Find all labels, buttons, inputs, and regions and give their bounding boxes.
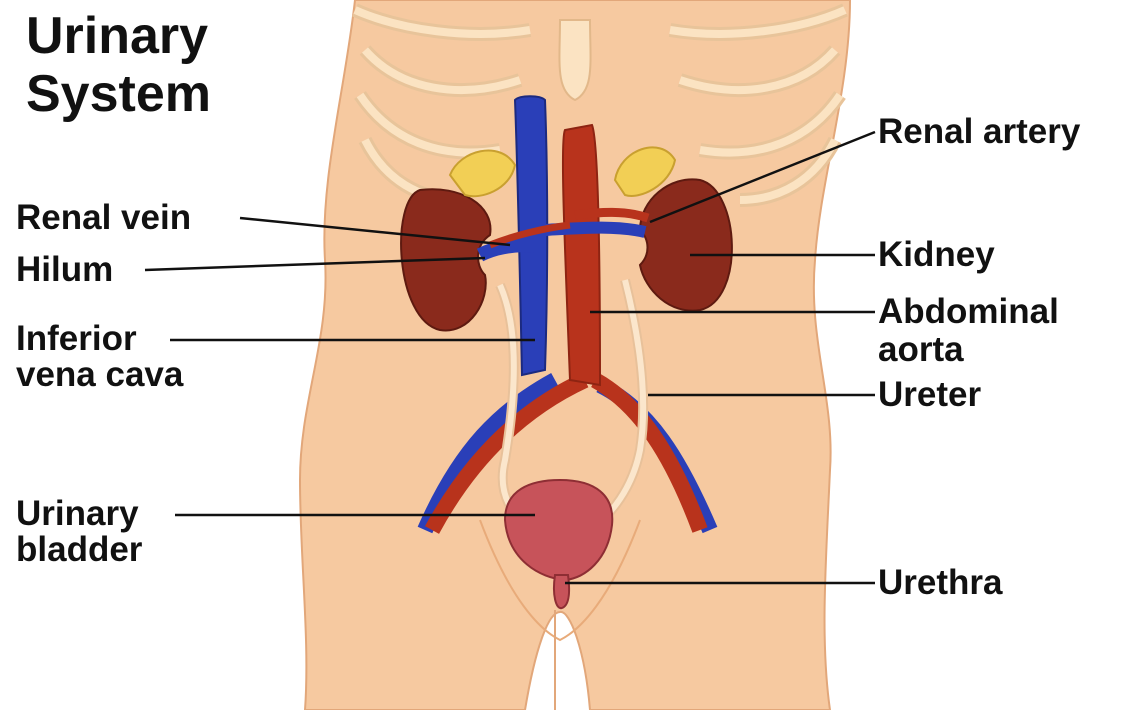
label-kidney: Kidney: [878, 237, 995, 273]
label-renal-vein: Renal vein: [16, 200, 191, 236]
urethra: [554, 575, 569, 608]
label-hilum: Hilum: [16, 252, 113, 288]
label-urethra: Urethra: [878, 565, 1002, 601]
abdominal-aorta: [563, 125, 600, 385]
diagram-title-line2: System: [26, 70, 211, 118]
label-renal-artery: Renal artery: [878, 114, 1080, 150]
label-inferior-vena-cava-line1: Inferior: [16, 321, 137, 357]
label-urinary-bladder-line1: Urinary: [16, 496, 139, 532]
label-ureter: Ureter: [878, 377, 981, 413]
right-kidney: [640, 179, 732, 310]
label-urinary-bladder-line2: bladder: [16, 532, 142, 568]
diagram-title-line1: Urinary: [26, 12, 208, 60]
label-abdominal-aorta-line2: aorta: [878, 332, 964, 368]
label-abdominal-aorta-line1: Abdominal: [878, 294, 1059, 330]
xiphoid-process: [559, 20, 590, 100]
label-inferior-vena-cava-line2: vena cava: [16, 357, 183, 393]
